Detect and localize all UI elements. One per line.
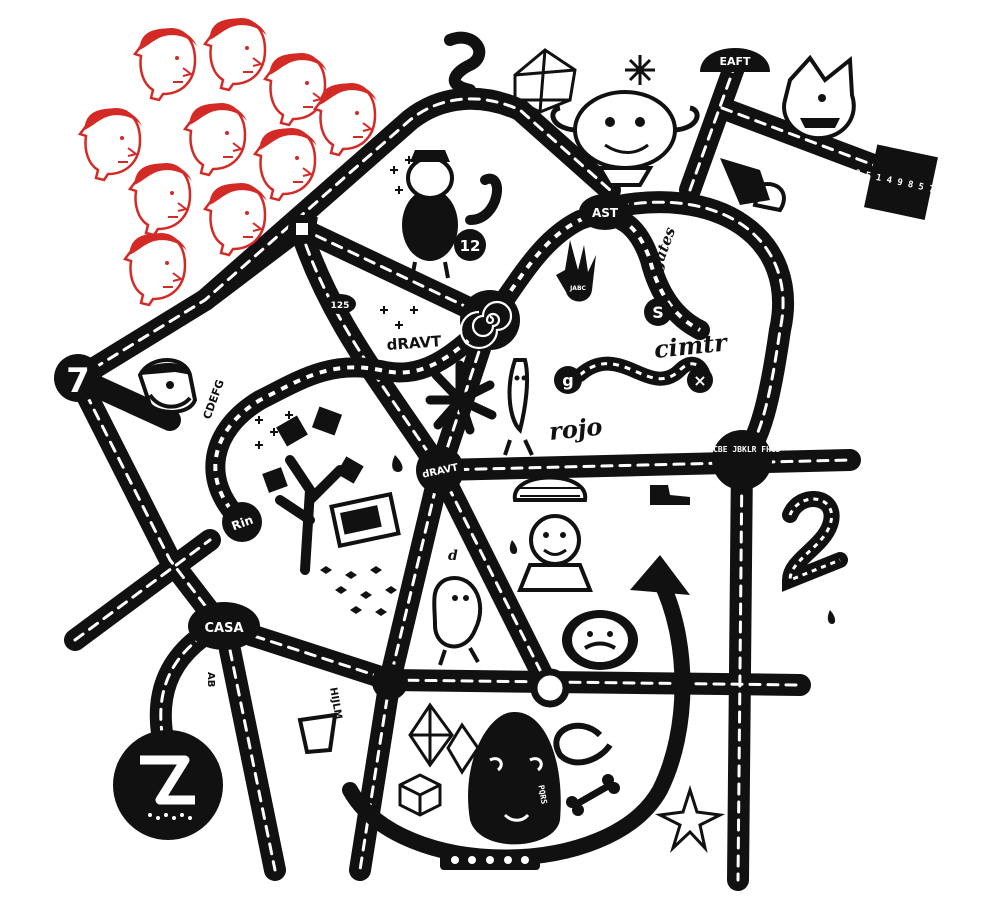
drip-icon [392,455,836,624]
curl-arrow-icon [553,722,613,766]
sparkle-star-icon [625,55,655,85]
pqrs-label: PQRS [536,784,548,805]
x-badge[interactable]: × [687,367,713,393]
diamond-crystals-icon [408,702,480,775]
ast-label: AST [592,206,619,220]
route-z-circle[interactable] [113,730,223,840]
gem-icon [513,48,577,114]
red-faces-cluster-icon [78,17,379,307]
number-12-badge: 12 [454,229,486,261]
bean-man-icon [432,576,483,666]
junction-rin[interactable]: Rin [222,502,262,542]
winged-shoe-icon [720,158,786,213]
g-badge[interactable]: g [554,366,582,394]
jabc-label: JABC [569,285,586,292]
radio-icon [329,491,401,549]
s-squiggle-icon [444,31,486,96]
junction-lower-center[interactable] [372,664,408,700]
drum-major-icon [512,475,593,592]
cup-icon [297,712,338,755]
dravt-upper-label: dRAVT [386,332,443,354]
x-badge-label: × [693,371,706,390]
svg-text:12: 12 [460,237,481,255]
cube-icon [398,773,442,817]
junction-ring[interactable] [530,668,570,708]
hand-icon: JABC [556,240,596,302]
junction-square[interactable] [286,213,318,245]
diamond-pattern [320,566,397,616]
flower-burst-icon [425,360,497,435]
cdefg-label: CDEFG [201,378,227,421]
cartoon-duck-face-icon [137,358,198,414]
compass-star-icon [654,785,726,853]
road-network [64,54,911,891]
ab-label: AB [205,672,216,687]
number-125-badge: 125 [324,294,356,314]
pipe-icon [465,173,502,225]
junction-dravt[interactable]: dRAVT [416,446,464,494]
rojo-label: rojo [548,412,604,446]
mustache-mask-icon [562,610,638,670]
s-badge-label: S [652,303,664,322]
spiral-junction[interactable] [459,290,520,350]
junction-letters-circle[interactable]: ATCBE JBKLR FHGD [703,430,781,490]
route-7-label: 7 [66,361,90,401]
plus-doodles [255,156,418,449]
small-d-label: d [448,548,458,564]
spiral-icon [459,300,513,350]
svg-text:125: 125 [331,301,350,311]
egg-man-icon [402,150,458,279]
s-badge[interactable]: S [644,298,672,326]
stone-head-icon: PQRS [440,711,561,870]
cimtr-label: cimtr [653,327,731,364]
bone-icon [566,774,620,816]
eaft-label: EAFT [719,55,751,68]
wolf-head-icon [782,54,856,141]
junction-ast[interactable]: AST [579,194,631,230]
banana-man-icon [503,358,534,456]
junction-eaft[interactable]: EAFT [700,48,770,72]
boot-icon [650,485,690,505]
g-badge-label: g [562,371,573,390]
tree-icon [262,406,364,575]
hedgehog-mask-icon [550,90,700,187]
casa-label: CASA [204,621,243,636]
junction-7[interactable]: 7 [54,354,102,402]
junction-casa[interactable]: CASA [188,602,260,650]
circle-letters: ATCBE JBKLR FHGD [703,445,780,454]
